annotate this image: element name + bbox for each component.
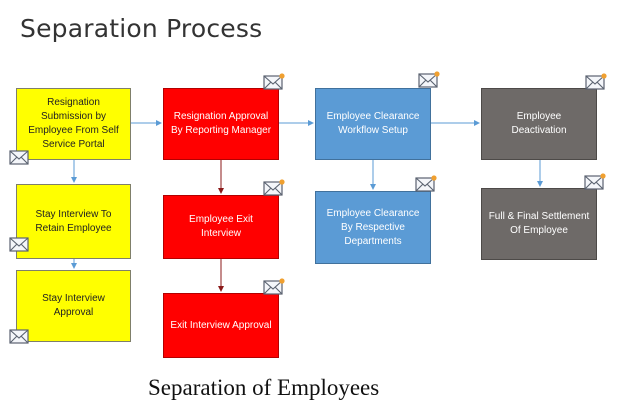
step-label: Full & Final Settlement Of Employee — [488, 211, 590, 236]
diagram-caption: Separation of Employees — [148, 375, 380, 400]
step-clearance-departments: Employee Clearance By Respective Departm… — [315, 191, 431, 264]
step-final-settlement: Full & Final Settlement Of Employee — [481, 188, 597, 260]
step-deactivation: Employee Deactivation — [481, 88, 597, 160]
step-label: Employee Exit Interview — [189, 214, 253, 239]
mail-icon — [418, 71, 440, 88]
mail-icon — [263, 179, 285, 196]
step-label: Stay Interview Approval — [42, 293, 105, 318]
step-stay-interview: Stay Interview To Retain Employee — [16, 184, 131, 259]
step-resignation-submission: Resignation Submission by Employee From … — [16, 88, 131, 160]
mail-icon — [263, 73, 285, 90]
step-stay-interview-approval: Stay Interview Approval — [16, 270, 131, 342]
step-label: Resignation Submission by Employee From … — [28, 97, 119, 150]
mail-icon — [263, 278, 285, 295]
mail-icon — [585, 73, 607, 90]
mail-icon — [415, 175, 437, 192]
step-label: Employee Clearance Workflow Setup — [326, 111, 420, 136]
step-label: Resignation Approval By Reporting Manage… — [170, 111, 272, 136]
step-label: Stay Interview To Retain Employee — [35, 208, 112, 234]
mail-icon — [9, 237, 29, 252]
step-label: Employee Clearance By Respective Departm… — [326, 207, 420, 247]
page-title: Separation Process — [20, 14, 263, 43]
mail-icon — [584, 173, 606, 190]
mail-icon — [9, 150, 29, 165]
step-exit-interview-approval: Exit Interview Approval — [163, 293, 279, 358]
step-exit-interview: Employee Exit Interview — [163, 195, 279, 259]
step-clearance-workflow: Employee Clearance Workflow Setup — [315, 88, 431, 160]
step-label: Exit Interview Approval — [170, 319, 272, 331]
step-resignation-approval: Resignation Approval By Reporting Manage… — [163, 88, 279, 160]
step-label: Employee Deactivation — [511, 111, 567, 136]
mail-icon — [9, 329, 29, 344]
